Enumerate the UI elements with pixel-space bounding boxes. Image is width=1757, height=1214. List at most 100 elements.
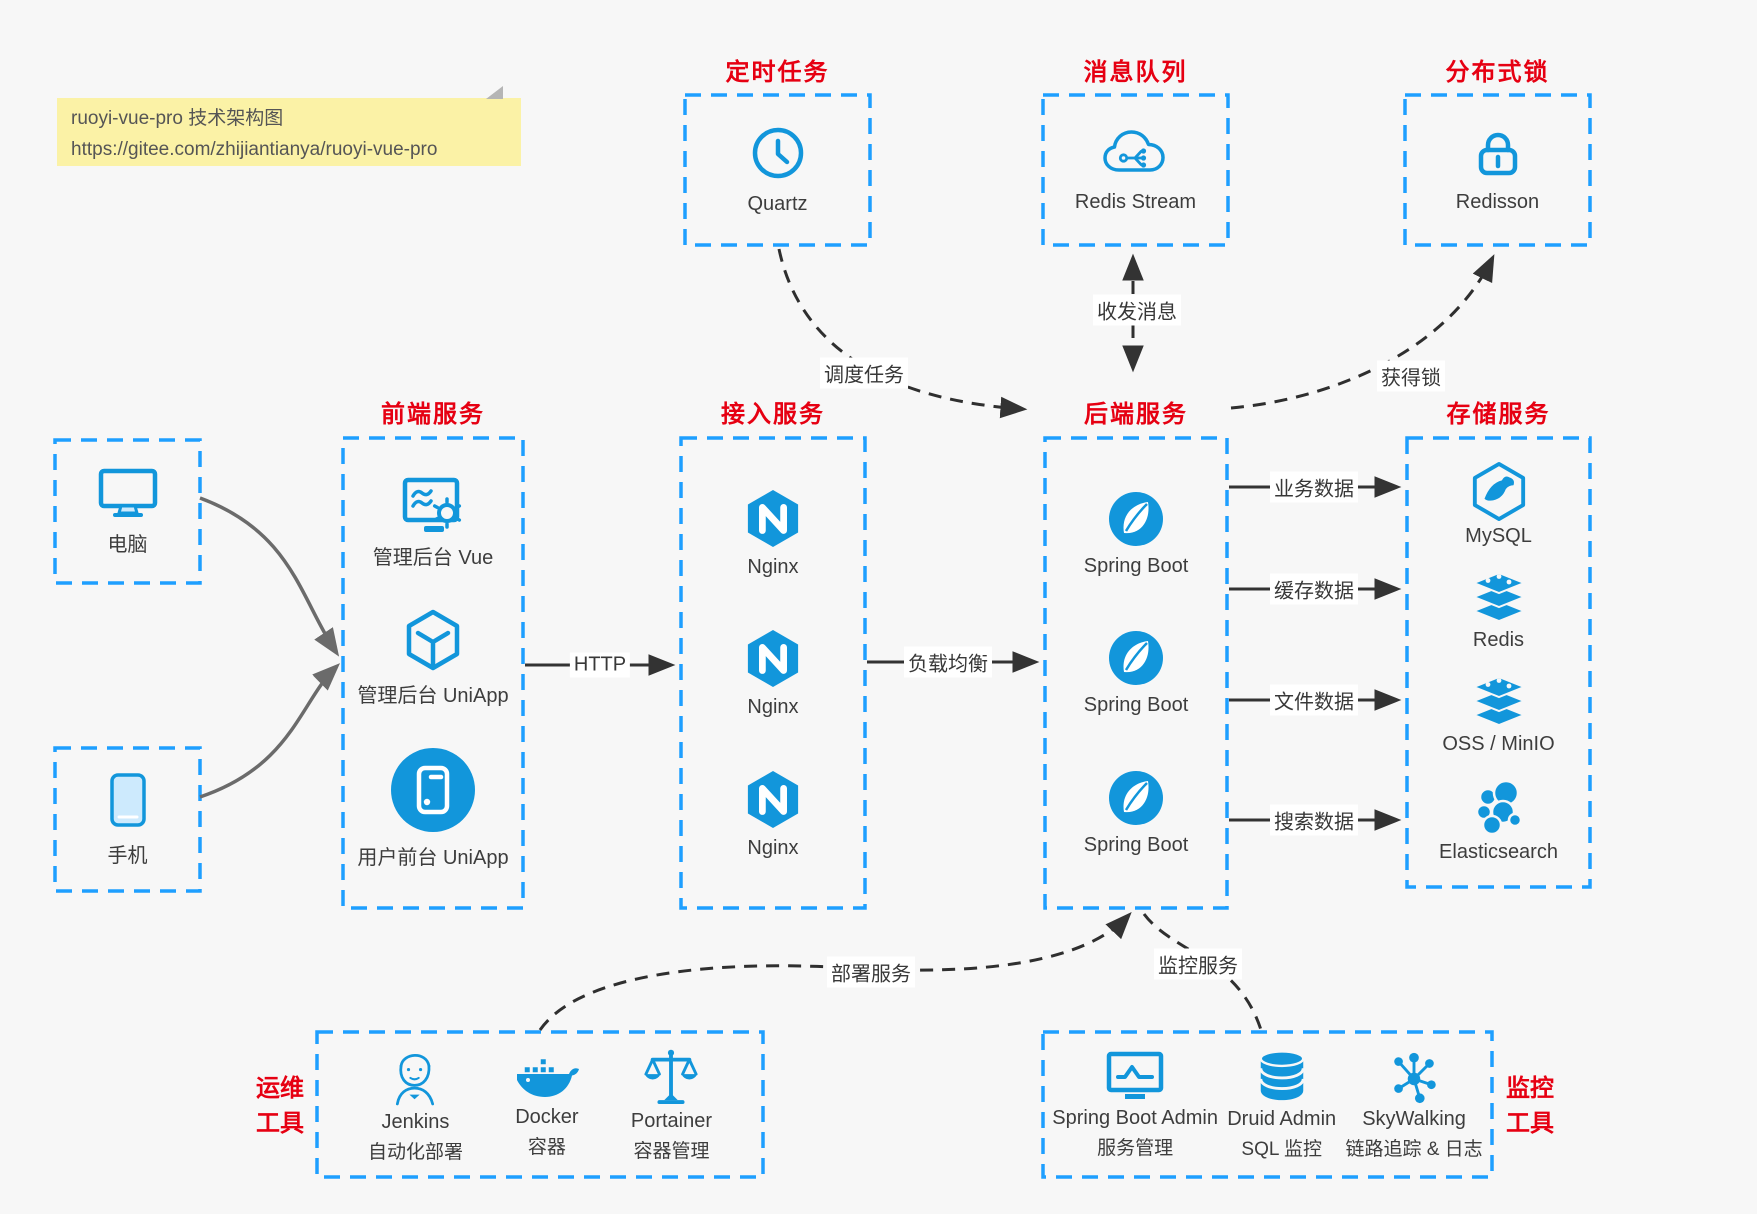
phone-icon: [109, 773, 146, 827]
nginx-icon: [747, 630, 799, 687]
item-spring-3: Spring Boot: [1083, 769, 1189, 857]
item-portainer: Portainer 容器管理: [631, 1047, 712, 1163]
edge-label-deploy-service: 部署服务: [827, 956, 915, 988]
item-label: Nginx: [747, 696, 799, 718]
frontend-box-border: [341, 436, 525, 910]
sticky-note: ruoyi-vue-pro 技术架构图 https://gitee.com/zh…: [57, 86, 521, 166]
item-name: Druid Admin: [1227, 1107, 1337, 1130]
item-nginx-3: Nginx: [745, 768, 801, 860]
group-quartz: Quartz: [685, 95, 870, 245]
item-desc: 容器管理: [633, 1140, 710, 1162]
item-label: 用户前台 UniApp: [357, 847, 509, 869]
item-desc: SQL 监控: [1241, 1138, 1322, 1160]
note-url: https://gitee.com/zhijiantianya/ruoyi-vu…: [71, 139, 438, 161]
admin-vue-icon: [402, 477, 462, 532]
edge-label-search-data: 搜索数据: [1270, 804, 1358, 836]
redis-stack-icon: [1470, 571, 1527, 623]
clock-icon: [752, 127, 803, 178]
spring-boot-icon: [1108, 491, 1163, 546]
phone-box-border: [53, 746, 202, 893]
storage-box-border: [1405, 436, 1592, 889]
pc-box-border: [53, 438, 202, 585]
item-spring-1: Spring Boot: [1083, 490, 1189, 578]
item-label: 管理后台 Vue: [372, 547, 494, 569]
nginx-icon: [747, 489, 799, 547]
mysql-icon: [1472, 462, 1525, 521]
group-monitor-tools: Spring Boot Admin 服务管理 Druid Admin SQL 监…: [1043, 1032, 1492, 1177]
edge-schedule-task: [777, 248, 1028, 419]
item-label: Nginx: [747, 836, 799, 859]
item-label: Elasticsearch: [1439, 841, 1558, 863]
item-label: Redisson: [1455, 190, 1540, 213]
edge-label-monitor-service: 监控服务: [1154, 948, 1242, 980]
monitor-box-border: [1041, 1030, 1494, 1179]
title-scheduled-task: 定时任务: [725, 59, 830, 86]
item-nginx-1: Nginx: [745, 487, 801, 579]
item-name: Spring Boot Admin: [1052, 1106, 1218, 1129]
group-storage: MySQL Redis OSS / MinIO: [1407, 438, 1590, 887]
quartz-box-border: [683, 93, 872, 247]
group-pc: 电脑: [55, 440, 200, 583]
item-nginx-2: Nginx: [745, 627, 801, 719]
item-label: 手机: [107, 845, 148, 867]
item-user-uniapp: 用户前台 UniApp: [357, 746, 509, 870]
ops-box-border: [315, 1030, 765, 1179]
item-label: Spring Boot: [1083, 554, 1189, 577]
note-fold-corner: [486, 86, 503, 99]
access-box-border: [679, 436, 867, 910]
lock-box-border: [1403, 93, 1592, 247]
item-label: Spring Boot: [1083, 694, 1189, 716]
portainer-scales-icon: [644, 1049, 699, 1104]
group-access: Nginx Nginx Nginx: [681, 438, 865, 908]
group-redisson: Redisson: [1405, 95, 1590, 245]
cloud-stream-icon: [1102, 129, 1165, 172]
label-monitor-tools: 监控 工具: [1506, 1075, 1554, 1137]
edge-label-file-data: 文件数据: [1270, 684, 1358, 716]
item-label: Quartz: [747, 192, 808, 215]
item-redis: Redis: [1470, 571, 1528, 652]
item-desc: 自动化部署: [367, 1141, 463, 1163]
note-title: ruoyi-vue-pro 技术架构图: [71, 108, 284, 129]
item-name: Docker: [515, 1105, 579, 1128]
title-access: 接入服务: [721, 401, 825, 428]
title-message-queue: 消息队列: [1083, 59, 1188, 86]
item-label: MySQL: [1465, 525, 1532, 547]
item-spring-boot-admin: Spring Boot Admin 服务管理: [1052, 1050, 1218, 1160]
item-admin-vue: 管理后台 Vue: [373, 476, 493, 570]
title-storage: 存储服务: [1446, 401, 1551, 428]
spring-boot-icon: [1108, 770, 1163, 825]
spring-boot-admin-icon: [1106, 1051, 1164, 1099]
label-ops-tools: 运维 工具: [256, 1075, 304, 1137]
item-label: 管理后台 UniApp: [357, 685, 509, 707]
desktop-icon: [98, 468, 157, 517]
item-oss-minio: OSS / MinIO: [1442, 675, 1555, 756]
group-phone: 手机: [55, 748, 200, 891]
edge-pc-to-frontend: [199, 496, 340, 657]
item-label: OSS / MinIO: [1442, 733, 1555, 755]
user-app-icon: [391, 748, 475, 832]
edge-label-cache-data: 缓存数据: [1270, 573, 1358, 605]
title-frontend: 前端服务: [381, 401, 485, 428]
skywalking-icon: [1394, 1052, 1436, 1103]
edge-label-business-data: 业务数据: [1270, 471, 1358, 503]
docker-icon: [516, 1057, 579, 1097]
uniapp-cube-icon: [406, 609, 460, 671]
edge-label-load-balance: 负载均衡: [904, 646, 992, 678]
item-jenkins: Jenkins 自动化部署: [368, 1046, 463, 1164]
item-docker: Docker 容器: [514, 1051, 580, 1159]
item-label: Redis: [1472, 629, 1525, 651]
lock-icon: [1478, 132, 1517, 175]
edge-label-send-receive-message: 收发消息: [1093, 294, 1181, 326]
spring-boot-icon: [1108, 631, 1163, 685]
item-druid-admin: Druid Admin SQL 监控: [1227, 1049, 1336, 1161]
edge-acquire-lock: [1230, 254, 1495, 410]
item-desc: 服务管理: [1097, 1137, 1174, 1159]
elasticsearch-icon: [1475, 779, 1522, 836]
group-frontend: 管理后台 Vue 管理后台 UniApp 用户前台 UniApp: [343, 438, 523, 908]
oss-stack-icon: [1470, 675, 1527, 727]
jenkins-icon: [396, 1053, 435, 1105]
item-label: Spring Boot: [1083, 833, 1189, 856]
item-label: 电脑: [107, 534, 148, 556]
item-name: Jenkins: [381, 1110, 450, 1133]
